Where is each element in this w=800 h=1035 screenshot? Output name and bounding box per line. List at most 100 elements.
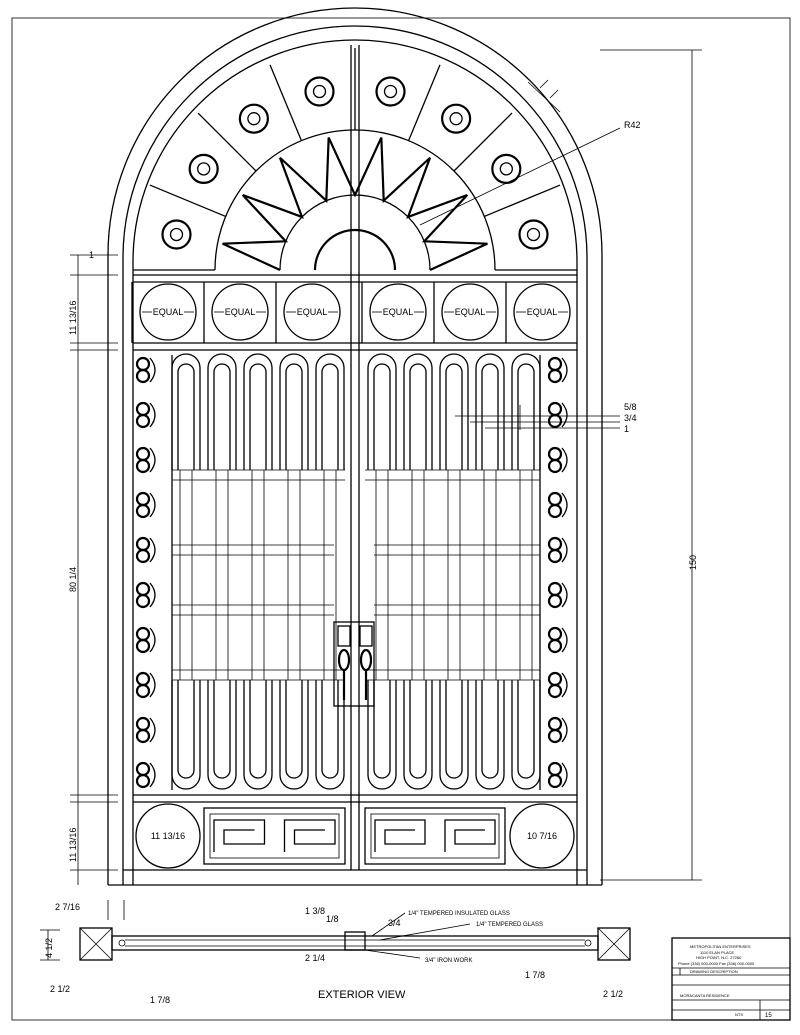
greek-key-inner-frame [209,813,340,859]
scroll-curl [135,536,151,552]
scroll-curl [135,683,151,699]
circle-medallion [283,283,341,341]
transom-scroll [375,76,406,107]
sunburst-center [313,228,397,271]
equal-label: EQUAL [455,307,486,317]
greek-key-meander [374,819,426,852]
transom-scroll [518,219,549,250]
hairpin-bottom-outer [511,680,541,790]
equal-label: EQUAL [527,307,558,317]
greek-key-meander [283,819,336,852]
scroll-curl [135,671,151,687]
transom-scroll [304,76,335,107]
scroll-arc [149,492,156,518]
dim-3-4: 3/4 [624,413,637,423]
hairpin-bottom-outer [367,680,397,790]
hairpin-top-outer [243,353,273,470]
transom-rib [407,64,441,141]
hairpin-bottom-outer [475,680,505,790]
dim-2-1-2: 2 1/2 [50,984,70,994]
hairpin-bottom-outer [315,680,345,790]
hairpin-top-inner [409,363,427,470]
transom-scroll-inner [197,162,211,176]
scroll-curl [135,593,151,609]
scroll-arc [149,717,156,743]
left-vertical-dimensions: 1 11 13/16 80 1/4 11 13/16 [68,250,118,885]
scroll-arc [149,447,156,473]
hairpin-top-inner [249,363,267,470]
scroll-arc [149,357,156,383]
horizontal-rails [133,274,577,803]
scroll-curl [547,671,563,687]
transom-scroll-inner [526,227,541,242]
dim-main-height: 80 1/4 [68,567,78,592]
equal-label: EQUAL [383,307,414,317]
scroll-curl [135,716,151,732]
sunburst-star [222,137,488,271]
scroll-curl [135,548,151,564]
scroll-curl [135,773,151,789]
scroll-curl [547,503,563,519]
hairpin-top-outer [511,353,541,470]
tb-address-2: HIGH POINT, N.C. 27260 [696,955,742,960]
bottom-circle-left [135,803,201,869]
tb-scale: NTS [735,1012,743,1017]
scroll-arc [561,357,568,383]
scroll-arc [561,447,568,473]
scroll-curl [135,413,151,429]
bottom-circle-left-label: 11 13/16 [151,831,185,841]
dim-bottom-row: 11 13/16 [68,828,78,862]
sheet-border [11,17,791,1021]
dim-1-8: 1/8 [326,914,339,924]
tb-project: MORACANTA RESIDENCE [680,993,730,998]
circle-medallion [211,283,269,341]
dim-2-7-16: 2 7/16 [55,902,80,912]
view-title: EXTERIOR VIEW [318,989,406,1001]
scroll-arc [149,762,156,788]
hairpin-bottom-outer [439,680,469,790]
hairpin-top-inner [285,363,303,470]
scroll-curl [547,593,563,609]
equal-label: EQUAL [153,307,184,317]
hairpin-top-outer [403,353,433,470]
right-vertical-dimension: 150 [600,49,702,881]
transom-ornament [133,48,577,271]
transom-rib [269,64,303,141]
greek-key-inner-frame [370,813,500,859]
scroll-curl [547,548,563,564]
door-meeting-stile [350,45,360,870]
scroll-curl [135,446,151,462]
circle-medallion [369,283,427,341]
note-tempered-glass: 1/4" TEMPERED GLASS [476,922,543,928]
tb-sheet: 15 [765,1013,772,1019]
scroll-curl [135,626,151,642]
scroll-curl [135,581,151,597]
greek-key-frame [364,807,506,865]
hairpin-bottom-inner [213,680,231,779]
scroll-arc [149,582,156,608]
dim-1-3-8: 1 3/8 [305,906,325,916]
transom-scroll-inner [247,112,261,126]
hairpin-bottom-inner [249,680,267,779]
equal-label: EQUAL [297,307,328,317]
scroll-curl [135,401,151,417]
hairpin-top-inner [517,363,535,470]
scroll-curl [135,458,151,474]
door-handle-set [333,621,375,707]
hairpin-top-outer [171,353,201,470]
hairpin-top-inner [177,363,195,470]
circle-medallion [513,283,571,341]
greek-key-frame [203,807,346,865]
scroll-curl [547,458,563,474]
scroll-arc [561,627,568,653]
title-block: METROPOLITAN ENTERPRISES 1110 ELAN PLACE… [671,937,791,1021]
hairpin-bottom-inner [517,680,535,779]
dim-1-7-8-right: 1 7/8 [525,970,545,980]
hairpin-top-outer [315,353,345,470]
outer-frame [107,7,603,886]
main-panel-bars [171,353,541,790]
transom-scroll [238,103,269,134]
scroll-curl [135,728,151,744]
scroll-curl [547,413,563,429]
